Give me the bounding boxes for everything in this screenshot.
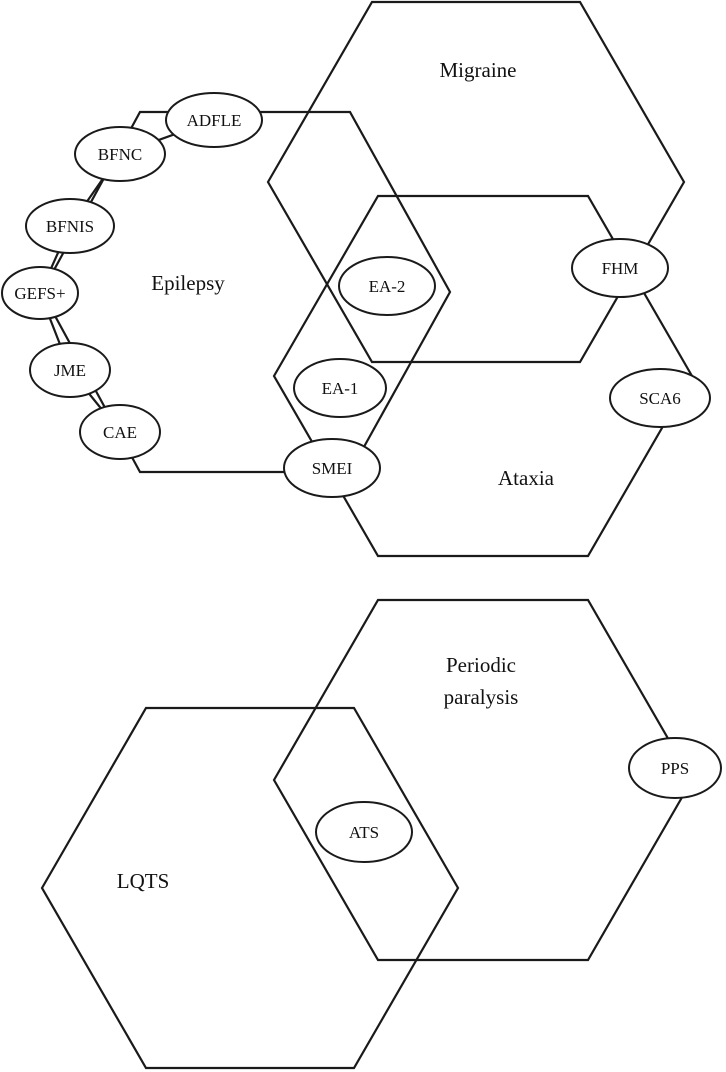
node-gefs: GEFS+: [1, 266, 79, 320]
periodic-paralysis-label-line1: Periodic: [446, 653, 516, 677]
lqts-hexagon: [40, 706, 460, 1070]
node-sca6: SCA6: [609, 368, 711, 428]
node-ea2: EA-2: [338, 256, 436, 316]
node-jme: JME: [29, 342, 111, 398]
epilepsy-label: Epilepsy: [151, 271, 225, 295]
node-jme-label: JME: [54, 361, 86, 380]
ataxia-label: Ataxia: [498, 466, 555, 490]
node-bfnc: BFNC: [74, 126, 166, 182]
node-sca6-label: SCA6: [639, 389, 681, 408]
node-smei-label: SMEI: [312, 459, 353, 478]
node-adfle-label: ADFLE: [187, 111, 242, 130]
node-ea1: EA-1: [293, 358, 387, 418]
node-cae-label: CAE: [103, 423, 137, 442]
node-ea1-label: EA-1: [322, 379, 359, 398]
node-pps: PPS: [628, 737, 722, 799]
node-adfle: ADFLE: [165, 92, 263, 148]
node-fhm: FHM: [571, 238, 669, 298]
migraine-label: Migraine: [440, 58, 517, 82]
epilepsy-hexagon: [40, 110, 452, 474]
node-bfnc-label: BFNC: [98, 145, 142, 164]
lqts-label: LQTS: [117, 869, 170, 893]
node-cae: CAE: [79, 404, 161, 460]
node-ats: ATS: [315, 801, 413, 863]
node-bfnis: BFNIS: [25, 198, 115, 254]
node-ea2-label: EA-2: [369, 277, 406, 296]
node-smei: SMEI: [283, 438, 381, 498]
node-ats-label: ATS: [349, 823, 379, 842]
node-pps-label: PPS: [661, 759, 689, 778]
migraine-hexagon: [266, 0, 686, 364]
node-bfnis-label: BFNIS: [46, 217, 94, 236]
node-fhm-label: FHM: [602, 259, 639, 278]
periodic-paralysis-label-line2: paralysis: [444, 685, 519, 709]
node-gefs-label: GEFS+: [14, 284, 65, 303]
